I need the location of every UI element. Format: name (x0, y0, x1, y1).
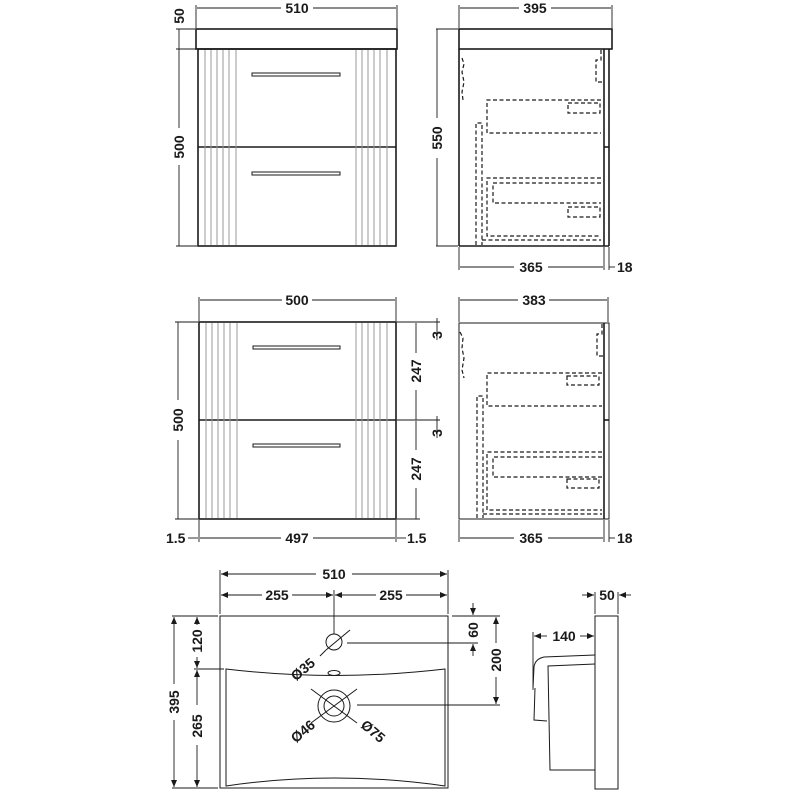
basin-side-outline (458, 28, 613, 50)
basin-outline (219, 615, 449, 789)
dim-side-left-1-5: 1.5 (166, 530, 186, 546)
side-unit-outline (458, 322, 610, 520)
dim-body-depth-365: 365 (519, 259, 543, 275)
upper-drawer-runner (567, 102, 601, 114)
dim-depth-395: 395 (523, 0, 547, 16)
dim-waste-offset-200: 200 (488, 648, 504, 672)
dim-waste-outer-75: Ø75 (358, 717, 389, 746)
unit-handle-top (252, 345, 341, 350)
dim-height-550: 550 (429, 126, 445, 150)
side-upper-runner (566, 375, 600, 386)
dim-half-right-255: 255 (379, 587, 403, 603)
front-view-with-basin: 510 50 500 (171, 0, 398, 247)
side-view-unit: 383 365 18 (458, 292, 633, 546)
side-lower-runner (566, 478, 600, 489)
rear-panel-hidden (475, 122, 483, 245)
dim-unit-body-depth-365: 365 (519, 530, 543, 546)
dim-gap-mid-3: 3 (429, 429, 445, 437)
dim-unit-depth-383: 383 (522, 292, 546, 308)
dim-bowl-265: 265 (189, 714, 205, 738)
upper-drawer-hidden (486, 99, 601, 134)
fluting-right (355, 50, 388, 245)
dim-side-right-1-5: 1.5 (407, 530, 427, 546)
dim-tap-hole-35: Ø35 (288, 654, 319, 683)
dim-tap-offset-60: 60 (465, 622, 481, 638)
dim-unit-front-18: 18 (617, 530, 633, 546)
drawer-handle-bottom (251, 171, 341, 176)
side-lower-drawer (486, 451, 602, 511)
side-view-with-basin: 395 550 365 18 (429, 0, 633, 275)
unit-handle-bottom (252, 443, 341, 448)
basin-bowl (225, 668, 446, 787)
lower-drawer-inner (492, 182, 601, 204)
dim-basin-width-510: 510 (322, 566, 346, 582)
overflow-slot (327, 670, 341, 676)
unit-fluting-right (355, 323, 388, 518)
side-upper-rail (596, 324, 603, 357)
side-upper-drawer (486, 372, 602, 407)
basin-side-bowl (532, 654, 596, 771)
drawer-handle-top (251, 72, 341, 77)
side-rear-panel (476, 395, 484, 518)
dim-top-thickness-50: 50 (171, 8, 187, 24)
fluting-left (204, 50, 237, 245)
lower-drawer-runner (567, 206, 601, 218)
wall-bracket (461, 57, 465, 101)
dim-width-510: 510 (285, 0, 309, 16)
dim-basin-thickness-50: 50 (599, 587, 615, 603)
basin-plan-view: 510 255 255 395 120 265 60 200 Ø35 (166, 566, 504, 789)
dim-height-500: 500 (171, 135, 187, 159)
basin-top-outline (195, 28, 398, 50)
upper-rail (595, 50, 602, 83)
dim-projection-140: 140 (552, 628, 576, 644)
dim-drawer-top-247: 247 (408, 359, 424, 383)
waste-outer (317, 689, 351, 723)
dim-basin-depth-395: 395 (166, 690, 182, 714)
dim-unit-width-500: 500 (285, 292, 309, 308)
front-view-unit: 500 500 3 247 3 247 1.5 497 1.5 (166, 292, 445, 546)
basin-side-view: 50 140 (532, 587, 631, 790)
dim-tap-to-bowl-120: 120 (189, 629, 205, 653)
side-wall-bracket (459, 331, 465, 379)
dim-drawer-bottom-247: 247 (408, 457, 424, 481)
basin-side-slab (594, 615, 619, 790)
waste-inner (323, 695, 345, 717)
side-lower-drawer-inner (492, 456, 602, 478)
dim-front-18: 18 (617, 259, 633, 275)
dim-inner-width-497: 497 (285, 530, 309, 546)
dim-gap-top-3: 3 (429, 331, 445, 339)
lower-drawer-hidden (486, 177, 601, 237)
dim-half-left-255: 255 (265, 587, 289, 603)
dim-unit-height-500: 500 (170, 408, 186, 432)
unit-fluting-left (205, 323, 238, 518)
